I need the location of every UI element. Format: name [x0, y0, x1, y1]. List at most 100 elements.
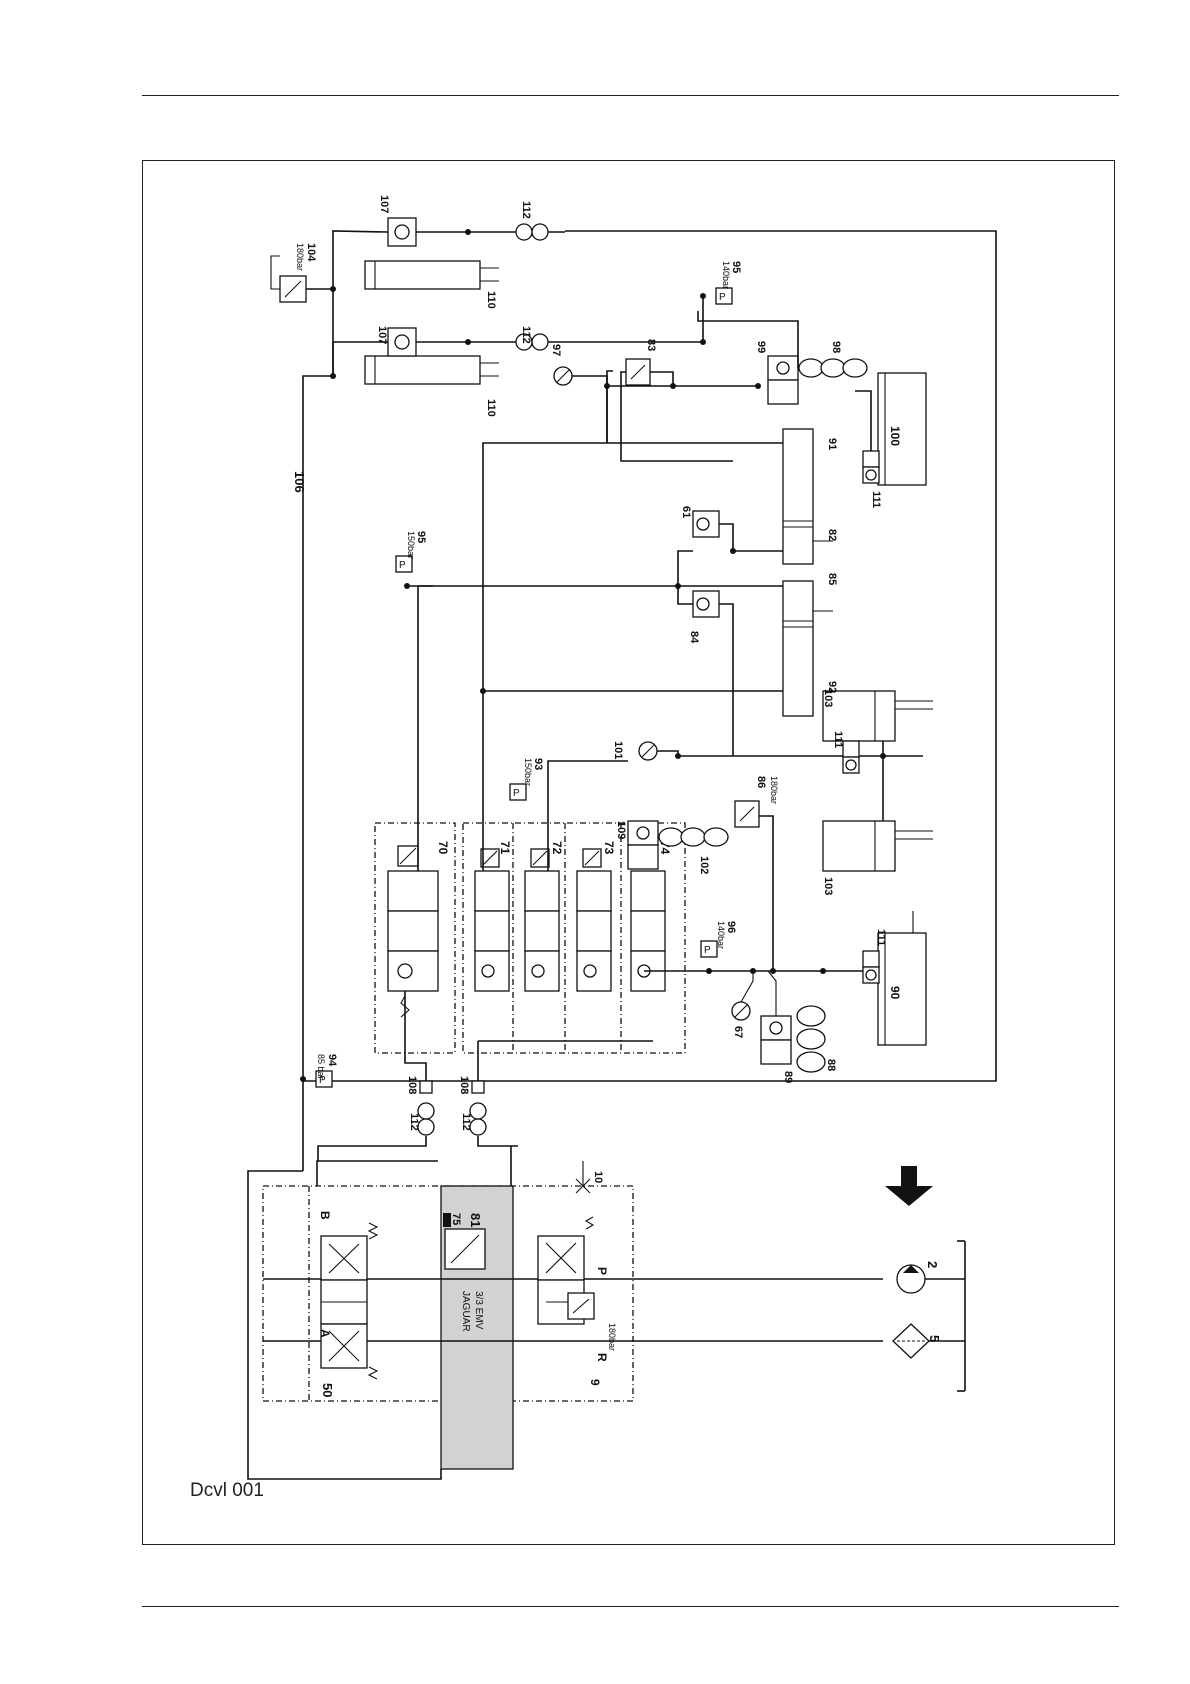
svg-text:97: 97 — [550, 344, 562, 356]
label-10: 10 — [592, 1171, 604, 1183]
svg-text:150bar: 150bar — [523, 758, 533, 786]
svg-text:90: 90 — [888, 986, 902, 1000]
emv-label: 3/3 EMV — [473, 1291, 484, 1330]
svg-text:180bar: 180bar — [295, 243, 305, 271]
svg-text:112: 112 — [520, 201, 532, 219]
valve-111-upper: 111 — [863, 451, 882, 508]
svg-text:2: 2 — [925, 1261, 940, 1268]
svg-text:85 bar: 85 bar — [316, 1054, 326, 1080]
svg-text:140bar: 140bar — [721, 261, 731, 289]
control-manifold: 3/3 EMV JAGUAR 75 81 P R A B 50 — [248, 1146, 883, 1479]
svg-text:84: 84 — [688, 631, 700, 644]
svg-text:112: 112 — [460, 1113, 472, 1131]
svg-text:83: 83 — [645, 339, 657, 351]
svg-text:110: 110 — [485, 291, 497, 309]
svg-text:101: 101 — [612, 741, 624, 759]
label-50: 50 — [320, 1383, 335, 1397]
svg-text:109: 109 — [615, 821, 627, 839]
svg-text:103: 103 — [822, 877, 834, 895]
svg-text:72: 72 — [550, 841, 564, 855]
solenoid-valve-71: 71 — [475, 841, 512, 991]
solenoid-valve-72: 72 — [525, 841, 564, 991]
directional-valve-50: A B 50 — [318, 1211, 377, 1397]
check-valve-112-top-a: 112 — [516, 326, 548, 350]
svg-text:108: 108 — [458, 1076, 470, 1094]
svg-text:150bar: 150bar — [406, 531, 416, 559]
pressure-gauge-67: 67 — [732, 968, 756, 1038]
pressure-180-manifold: 180bar — [607, 1323, 617, 1351]
cylinder-110-a: 110 — [365, 356, 499, 417]
svg-text:88: 88 — [825, 1059, 837, 1071]
svg-text:P: P — [704, 945, 711, 956]
solenoid-valve-70: 70 — [375, 823, 455, 1053]
svg-text:112: 112 — [520, 326, 532, 344]
svg-text:94: 94 — [326, 1054, 338, 1067]
svg-text:P: P — [719, 292, 726, 303]
svg-text:99: 99 — [755, 341, 767, 353]
svg-text:111: 111 — [875, 929, 887, 946]
pressure-gauge-101: 101 — [612, 741, 657, 760]
check-valve-112-lower-a: 112 108 — [406, 1076, 434, 1135]
pump-2: 2 — [897, 1261, 940, 1293]
check-valve-112-top-b: 112 — [516, 201, 548, 240]
pressure-gauge-97: 97 — [550, 344, 572, 385]
svg-text:86: 86 — [755, 776, 767, 788]
svg-text:102: 102 — [698, 856, 710, 874]
svg-text:107: 107 — [378, 195, 390, 213]
check-valve-61: 61 — [680, 506, 719, 537]
pressure-switch-94: P 94 85 bar — [300, 1054, 338, 1087]
pressure-switch-96-lower: P 96 140bar — [701, 921, 737, 974]
label-75: 75 — [450, 1213, 462, 1225]
svg-text:89: 89 — [782, 1071, 794, 1083]
cylinder-103-b: 103 — [822, 821, 933, 895]
cylinder-100: 100 — [878, 373, 926, 485]
svg-text:98: 98 — [830, 341, 842, 353]
svg-text:110: 110 — [485, 399, 497, 417]
svg-text:P: P — [513, 788, 520, 799]
svg-text:70: 70 — [436, 841, 450, 855]
hydraulic-schematic: 3/3 EMV JAGUAR 75 81 P R A B 50 — [143, 161, 1114, 1544]
check-valve-84: 84 — [688, 591, 719, 644]
relief-valve-83: 83 — [626, 339, 657, 385]
label-106: 106 — [292, 471, 307, 493]
valve-89: 89 — [761, 971, 794, 1083]
svg-text:85: 85 — [826, 573, 838, 585]
pressure-switch-95-top: P 95 140bar — [700, 261, 742, 304]
solenoid-valve-73: 73 — [577, 841, 616, 991]
pressure-switch-95-middle: P 95 150bar — [396, 531, 427, 572]
svg-text:91: 91 — [826, 438, 838, 450]
footer-rule — [142, 1606, 1119, 1607]
cylinder-91-82: 82 91 — [783, 429, 838, 564]
svg-text:92: 92 — [826, 681, 838, 693]
svg-text:71: 71 — [498, 841, 512, 855]
svg-text:67: 67 — [732, 1026, 744, 1038]
svg-text:104: 104 — [305, 243, 317, 262]
svg-text:61: 61 — [680, 506, 692, 518]
check-valve-112-lower-b: 112 108 — [458, 1076, 486, 1135]
accumulator-98: 98 — [799, 341, 867, 377]
diagram-frame: 3/3 EMV JAGUAR 75 81 P R A B 50 — [142, 160, 1115, 1545]
svg-text:111: 111 — [870, 491, 882, 508]
svg-text:P: P — [399, 560, 406, 571]
relief-valve-104: 104 180bar — [280, 243, 317, 302]
port-r-label: R — [595, 1353, 609, 1362]
check-valve-107-a: 107 — [376, 326, 416, 356]
diagram-caption: Dcvl 001 — [190, 1480, 264, 1502]
svg-text:82: 82 — [826, 529, 838, 541]
svg-text:180bar: 180bar — [769, 776, 779, 804]
accumulator-88: 88 — [797, 1006, 837, 1072]
svg-text:100: 100 — [888, 426, 902, 446]
svg-text:111: 111 — [832, 731, 844, 748]
cylinder-110-b: 110 — [365, 261, 499, 309]
svg-text:73: 73 — [602, 841, 616, 855]
valve-99: 99 — [755, 341, 798, 404]
emv-label-2: JAGUAR — [460, 1291, 471, 1332]
port-p-label: P — [595, 1267, 609, 1275]
svg-text:140bar: 140bar — [716, 921, 726, 949]
header-rule — [142, 95, 1119, 96]
label-9: 9 — [588, 1379, 602, 1386]
svg-text:112: 112 — [408, 1113, 420, 1131]
port-a-label: A — [318, 1329, 332, 1338]
pressure-switch-93: P 93 150bar — [510, 758, 544, 800]
label-81: 81 — [468, 1213, 483, 1227]
